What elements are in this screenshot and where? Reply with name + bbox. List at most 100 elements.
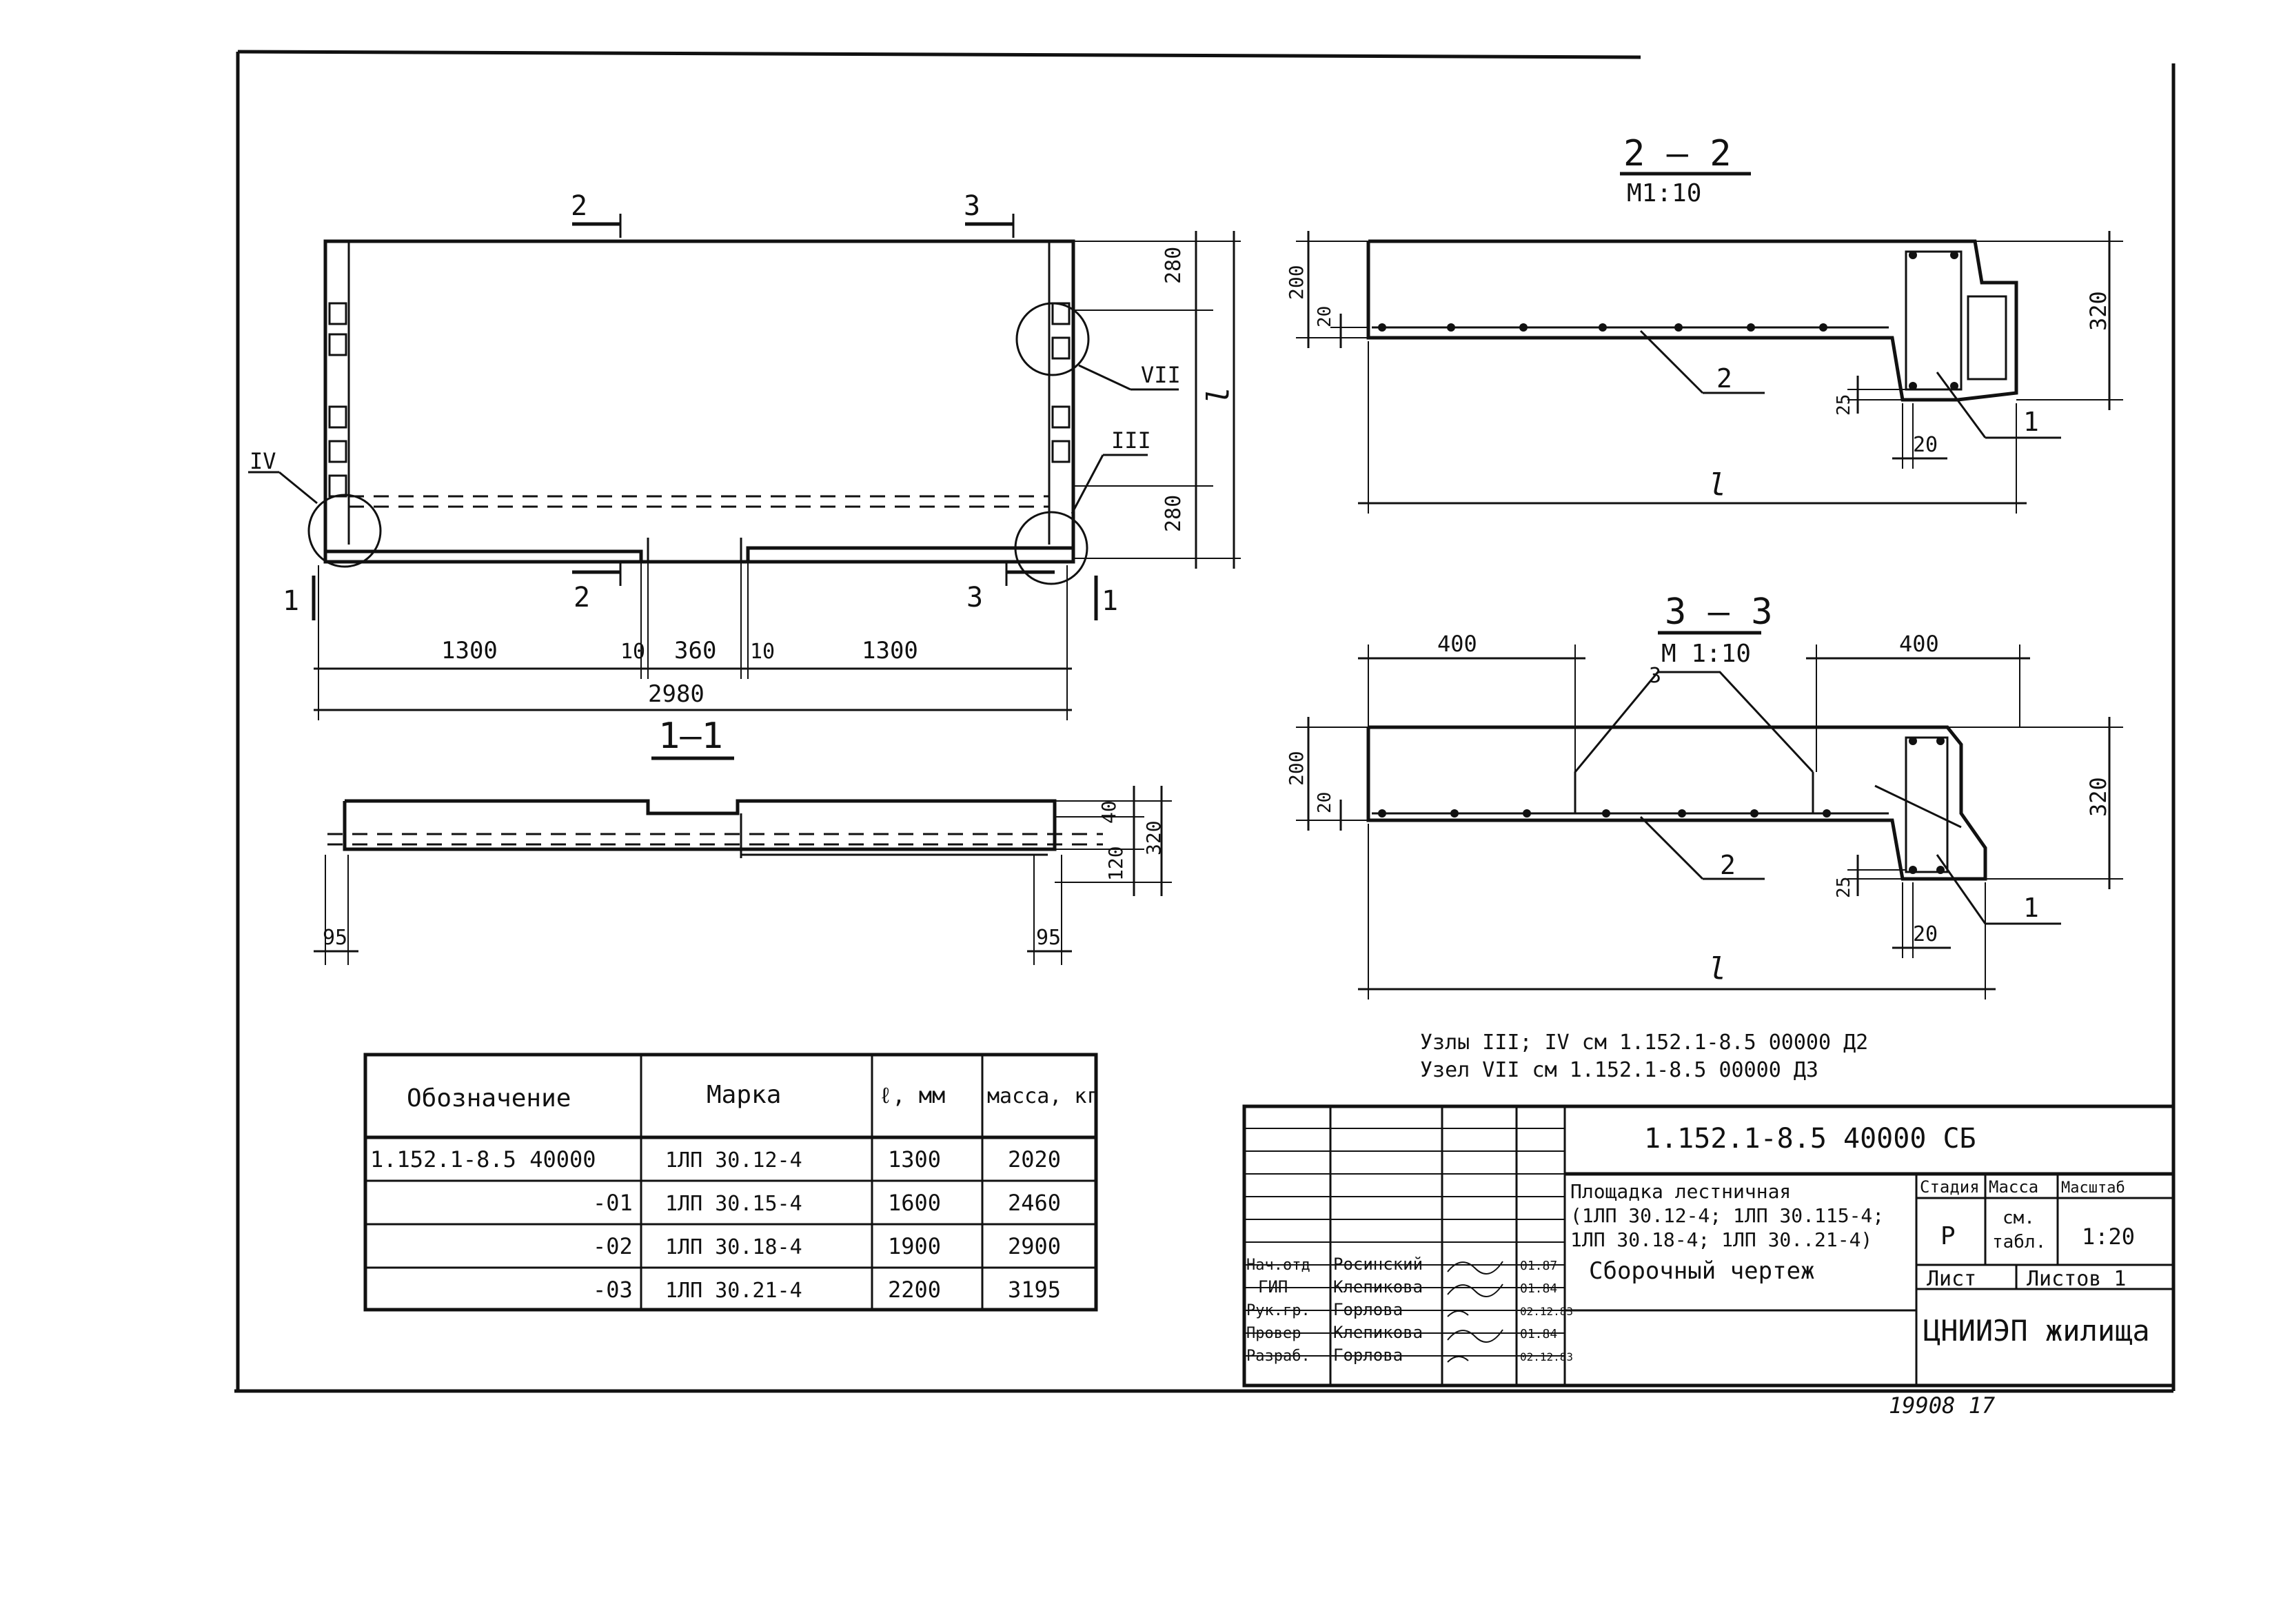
title-line-4: Сборочный чертеж <box>1589 1257 1815 1285</box>
row-1-mass: 2020 <box>1008 1146 1061 1173</box>
note-line-1: Узлы III; IV см 1.152.1-8.5 00000 Д2 <box>1420 1031 1868 1055</box>
section-2-2-dim-320: 320 <box>2085 291 2111 331</box>
dim-1300-left: 1300 <box>441 637 498 664</box>
section-2-2: 2 — 2 М1:10 200 20 320 25 20 <box>1285 133 2123 514</box>
sig-4-date: 01.84 <box>1520 1327 1557 1341</box>
row-3-designation: -02 <box>593 1233 633 1259</box>
row-1-length: 1300 <box>888 1146 941 1173</box>
scale-header: Масштаб <box>2061 1179 2125 1197</box>
sig-4-name: Клепикова <box>1333 1323 1423 1342</box>
section-2-2-scale: М1:10 <box>1627 179 1701 207</box>
row-4-length: 2200 <box>888 1277 941 1303</box>
node-iv-label: IV <box>250 448 276 474</box>
node-vii-label: VII <box>1141 362 1181 388</box>
sig-5-role: Разраб. <box>1246 1348 1310 1365</box>
plan-notch <box>325 546 1073 564</box>
section-3-3: 3 — 3 М 1:10 400 400 3 200 20 <box>1285 591 2123 999</box>
section-3-3-dim-200: 200 <box>1285 751 1308 786</box>
sheet-label: Лист <box>1927 1267 1976 1291</box>
sig-3-name: Горлова <box>1333 1300 1403 1319</box>
section-2-2-outline <box>1366 239 2018 402</box>
section-3-3-callout-2: 2 <box>1720 850 1736 880</box>
node-iii-label: III <box>1111 427 1151 454</box>
title-line-3: 1ЛП 30.18-4; 1ЛП 30..21-4) <box>1570 1228 1872 1251</box>
sig-5-name: Горлова <box>1333 1346 1403 1365</box>
section-3-3-callout-1: 1 <box>2023 893 2039 923</box>
sig-2-role: ГИП <box>1258 1277 1288 1297</box>
scale-value: 1:20 <box>2082 1224 2135 1250</box>
row-2-length: 1600 <box>888 1190 941 1216</box>
section-2-2-dim-length-l: l <box>1708 467 1727 503</box>
section-2-2-callout-2: 2 <box>1716 363 1732 394</box>
sig-5-date: 02.12.83 <box>1520 1350 1573 1363</box>
sig-3-role: Рук.гр. <box>1246 1302 1310 1319</box>
row-1-designation: 1.152.1-8.5 40000 <box>370 1146 596 1173</box>
row-3-mass: 2900 <box>1008 1233 1061 1259</box>
signature-mark <box>1447 1329 1503 1343</box>
sig-1-date: 01.87 <box>1520 1259 1557 1273</box>
section-2-2-title: 2 — 2 <box>1623 133 1732 174</box>
section-3-3-dim-25: 25 <box>1834 877 1854 898</box>
section-1-1-dim-120: 120 <box>1104 846 1127 881</box>
dim-1300-right: 1300 <box>862 637 918 664</box>
header-length: ℓ, мм <box>879 1082 945 1108</box>
section-1-1-title: 1—1 <box>658 715 723 757</box>
sig-2-date: 01.84 <box>1520 1281 1557 1296</box>
section-mark-3-top: 3 <box>964 190 980 222</box>
signature-mark <box>1447 1283 1503 1297</box>
section-3-3-dim-20-bottom: 20 <box>1913 922 1938 946</box>
signature-rows: Нач.отд Росинский 01.87 ГИП Клепикова 01… <box>1246 1255 1573 1365</box>
header-mark: Марка <box>707 1081 781 1109</box>
node-iii-circle <box>1014 511 1088 585</box>
row-4-mark: 1ЛП 30.21-4 <box>665 1279 802 1303</box>
plan-dimension-lines <box>314 551 1072 720</box>
section-mark-2-bottom: 2 <box>574 582 590 613</box>
section-1-1-dim-95-left: 95 <box>323 926 347 950</box>
notes: Узлы III; IV см 1.152.1-8.5 00000 Д2 Узе… <box>1420 1031 1868 1082</box>
row-3-mark: 1ЛП 30.18-4 <box>665 1235 802 1259</box>
node-iv-circle <box>307 494 382 568</box>
dim-length-l-plan: l <box>1201 387 1236 405</box>
title-line-2: (1ЛП 30.12-4; 1ЛП 30.115-4; <box>1570 1204 1884 1227</box>
section-3-3-dim-400-right: 400 <box>1899 631 1939 657</box>
section-2-2-dim-20-left: 20 <box>1315 306 1335 327</box>
header-mass: масса, кг <box>987 1084 1099 1108</box>
section-mark-1-left: 1 <box>283 585 299 617</box>
sheets-label: Листов 1 <box>2027 1267 2127 1291</box>
node-vii-circle <box>1015 302 1090 376</box>
sig-2-name: Клепикова <box>1333 1277 1423 1297</box>
sig-3-date: 02.12.83 <box>1520 1305 1573 1318</box>
plan-outline <box>323 239 1075 564</box>
dim-280-top: 280 <box>1162 247 1186 284</box>
title-block: Нач.отд Росинский 01.87 ГИП Клепикова 01… <box>1242 1104 2176 1388</box>
section-1-1-dim-320: 320 <box>1142 820 1165 855</box>
sig-1-name: Росинский <box>1333 1255 1423 1274</box>
stage-value: Р <box>1940 1222 1956 1250</box>
section-2-2-dim-200: 200 <box>1285 265 1308 300</box>
section-1-1: 1—1 95 95 40 320 120 <box>314 715 1172 965</box>
section-3-3-dim-400-left: 400 <box>1437 631 1477 657</box>
section-2-2-callout-1: 1 <box>2023 407 2039 437</box>
dim-360: 360 <box>674 637 716 664</box>
organization: ЦНИИЭП жилища <box>1923 1314 2150 1348</box>
right-rib-marks <box>1051 302 1071 463</box>
row-2-mark: 1ЛП 30.15-4 <box>665 1192 802 1216</box>
doc-code: 1.152.1-8.5 40000 СБ <box>1644 1123 1976 1155</box>
sheet-frame <box>234 50 2176 1393</box>
row-4-designation: -03 <box>593 1277 633 1303</box>
section-mark-1-right: 1 <box>1102 585 1118 617</box>
note-line-2: Узел VII см 1.152.1-8.5 00000 Д3 <box>1420 1058 1818 1082</box>
section-1-1-dim-40: 40 <box>1097 800 1120 824</box>
section-3-3-title: 3 — 3 <box>1665 591 1773 633</box>
mass-value-line-2: табл. <box>1992 1232 2046 1252</box>
signature-mark <box>1447 1356 1469 1363</box>
spec-table: Обозначение Марка ℓ, мм масса, кг 1.152.… <box>363 1053 1099 1312</box>
section-2-2-dim-20-bottom: 20 <box>1913 433 1938 457</box>
plan-view: VII IV III 2 3 2 3 1 1 1300 10 <box>248 190 1241 720</box>
section-3-3-callout-3: 3 <box>1649 664 1661 688</box>
section-3-3-outline <box>1366 725 1987 881</box>
header-designation: Обозначение <box>407 1084 571 1113</box>
section-mark-3-bottom: 3 <box>966 582 983 613</box>
section-3-3-dim-20-left: 20 <box>1315 792 1335 813</box>
